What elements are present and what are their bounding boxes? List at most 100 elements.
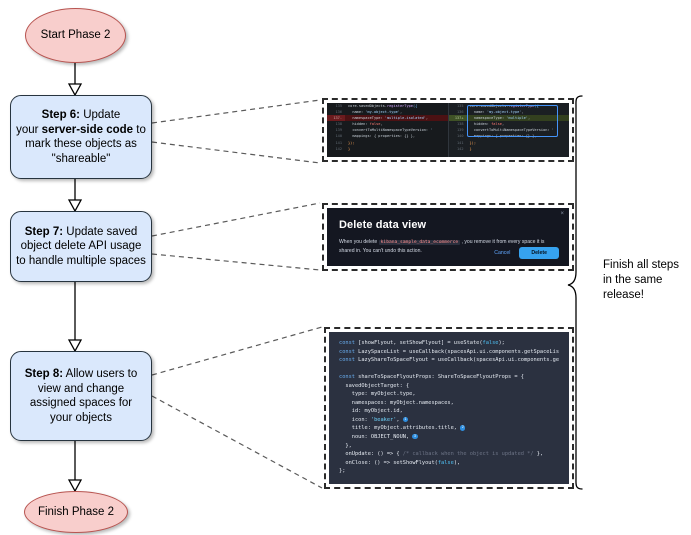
step-7-line1: Update saved — [63, 225, 138, 238]
node-step-8-label: Step 8: Allow users to view and change a… — [20, 367, 143, 425]
diff-line-code: }); — [469, 140, 477, 145]
node-step-8[interactable]: Step 8: Allow users to view and change a… — [10, 351, 152, 441]
step-7-line2: object delete API usage — [20, 240, 142, 253]
code-line: const LazyShareToSpaceFlyout = useCallba… — [339, 357, 560, 364]
release-annotation-line-2: in the same — [603, 274, 663, 286]
close-icon[interactable]: × — [560, 211, 564, 217]
diff-line: 136 name: 'my-object-type', — [449, 109, 570, 115]
step-6-line1: Update — [80, 109, 121, 121]
diff-line: 139 convertToMultiNamespaceTypeVersion: … — [449, 127, 570, 133]
code-line: id: myObject.id, — [339, 408, 403, 415]
diff-line-code: convertToMultiNamespaceTypeVersion: ' — [348, 128, 433, 133]
diff-line-number: 136 — [335, 110, 343, 115]
diff-line-code: convertToMultiNamespaceTypeVersion: ' — [469, 128, 554, 133]
diff-line-code: } — [348, 146, 351, 151]
diff-line-code: }); — [348, 140, 355, 145]
diff-line-number: 139 — [335, 128, 343, 133]
diff-line: 137+ namespaceType: 'multiple', — [448, 115, 569, 122]
code-line: savedObjectTarget: { — [339, 382, 410, 389]
code-line: const LazySpaceList = useCallback(spaces… — [339, 348, 560, 355]
diff-line-code: } — [469, 146, 472, 151]
delete-data-view-modal: × Delete data view When you delete kiban… — [327, 208, 569, 266]
code-line: }; — [339, 468, 346, 475]
modal-body-text: When you delete kibana_sample_data_ecomm… — [339, 238, 557, 256]
node-step-6[interactable]: Step 6: Update your server-side code to … — [10, 95, 152, 179]
diff-line-code: mappings: { properties: {} }, — [348, 134, 416, 139]
step-8-line2: view and change — [37, 382, 125, 395]
release-annotation: Finish all steps in the same release! — [603, 258, 689, 303]
node-step-7[interactable]: Step 7: Update saved object delete API u… — [10, 211, 152, 282]
delete-button[interactable]: Delete — [519, 246, 559, 259]
diff-line-code: namespaceType: 'multiple', — [469, 116, 531, 121]
diff-line-code: mappings: { properties: {} }, — [469, 134, 537, 139]
diff-line: 141}); — [449, 140, 570, 146]
code-line: onUpdate: () => { /* callback when the o… — [339, 451, 544, 458]
diff-line-number: 140 — [335, 134, 343, 139]
diff-line-code: name: 'my-object-type', — [469, 110, 524, 115]
node-start-label: Start Phase 2 — [40, 29, 111, 42]
step-6-prefix: Step 6: — [41, 109, 81, 121]
diff-line-number: 135 — [335, 104, 343, 108]
modal-screenshot-inner: × Delete data view When you delete kiban… — [327, 208, 569, 266]
code-line: namespaces: myObject.namespaces, — [339, 399, 454, 406]
diff-line-number: 136 — [457, 110, 464, 115]
diff-line-number: 140 — [457, 134, 464, 139]
code-line: const shareToSpaceFlyoutProps: ShareToSp… — [339, 374, 524, 381]
diff-line-code: core.savedObjects.registerType({ — [348, 104, 418, 108]
diff-line-number: 141 — [335, 140, 343, 145]
step-7-line3: to handle multiple spaces — [16, 254, 146, 267]
cancel-button[interactable]: Cancel — [494, 249, 511, 256]
diff-line: 140 mappings: { properties: {} }, — [327, 133, 448, 139]
step-6-line2-pre: your — [16, 123, 42, 136]
modal-title: Delete data view — [339, 219, 427, 231]
step-6-line3: mark these objects as — [25, 138, 137, 150]
diff-line: 135 core.savedObjects.registerType({ — [327, 103, 448, 109]
node-start-phase-2[interactable]: Start Phase 2 — [25, 8, 126, 63]
step-6-line2-bold: server-side code — [41, 123, 134, 136]
diff-line-number: 139 — [457, 128, 464, 133]
diff-line-code: hidden: false, — [469, 122, 505, 127]
flyout-code-inner: const [showFlyout, setShowFlyout] = useS… — [329, 332, 569, 484]
diff-line-number: 138 — [335, 122, 343, 127]
step-8-line4: your objects — [49, 411, 112, 424]
diff-line: 138 hidden: false, — [327, 121, 448, 127]
node-finish-label: Finish Phase 2 — [37, 505, 115, 518]
diff-line-number: 137- — [327, 115, 345, 122]
code-line: type: myObject.type, — [339, 391, 416, 398]
diff-line: 136 name: 'my-object-type', — [327, 109, 448, 115]
step-6-line4: "shareable" — [51, 152, 111, 165]
callout-delete-modal-screenshot[interactable]: × Delete data view When you delete kiban… — [322, 203, 574, 271]
modal-body-post: , you remove it from every space it is s… — [339, 239, 545, 255]
step-6-line2-post: to — [133, 123, 146, 136]
callout-flyout-code-screenshot[interactable]: const [showFlyout, setShowFlyout] = useS… — [324, 327, 574, 489]
code-line: noun: OBJECT_NOUN, 3 — [339, 434, 418, 441]
diff-line-number: 141 — [457, 140, 464, 145]
diff-line-code: namespaceType: 'multiple-isolated', — [348, 116, 429, 121]
diff-line-number: 137+ — [448, 115, 467, 122]
release-annotation-line-3: release! — [603, 289, 644, 301]
diff-line-number: 142 — [335, 146, 343, 151]
code-line — [339, 365, 569, 374]
diff-line: 139 convertToMultiNamespaceTypeVersion: … — [327, 127, 448, 133]
node-finish-phase-2[interactable]: Finish Phase 2 — [24, 491, 128, 533]
diff-line-number: 142 — [457, 146, 464, 151]
code-line: const [showFlyout, setShowFlyout] = useS… — [339, 340, 505, 346]
diff-line: 137- namespaceType: 'multiple-isolated', — [327, 115, 448, 122]
modal-actions: Cancel Delete — [494, 246, 559, 259]
diff-line-code: name: 'my-object-type', — [348, 110, 403, 115]
flyout-code-block: const [showFlyout, setShowFlyout] = useS… — [329, 332, 569, 484]
step-8-prefix: Step 8: — [24, 368, 64, 380]
node-step-6-label: Step 6: Update your server-side code to … — [11, 108, 151, 166]
code-line: title: myObject.attributes.title, 2 — [339, 425, 466, 432]
step-8-line1: Allow users to — [63, 368, 138, 380]
diff-line: 142} — [327, 146, 448, 152]
code-line: icon: 'beaker', 1 — [339, 416, 408, 423]
step-8-line3: assigned spaces for — [29, 397, 133, 409]
diff-line: 142} — [449, 146, 570, 152]
diff-line-code: hidden: false, — [348, 122, 383, 127]
